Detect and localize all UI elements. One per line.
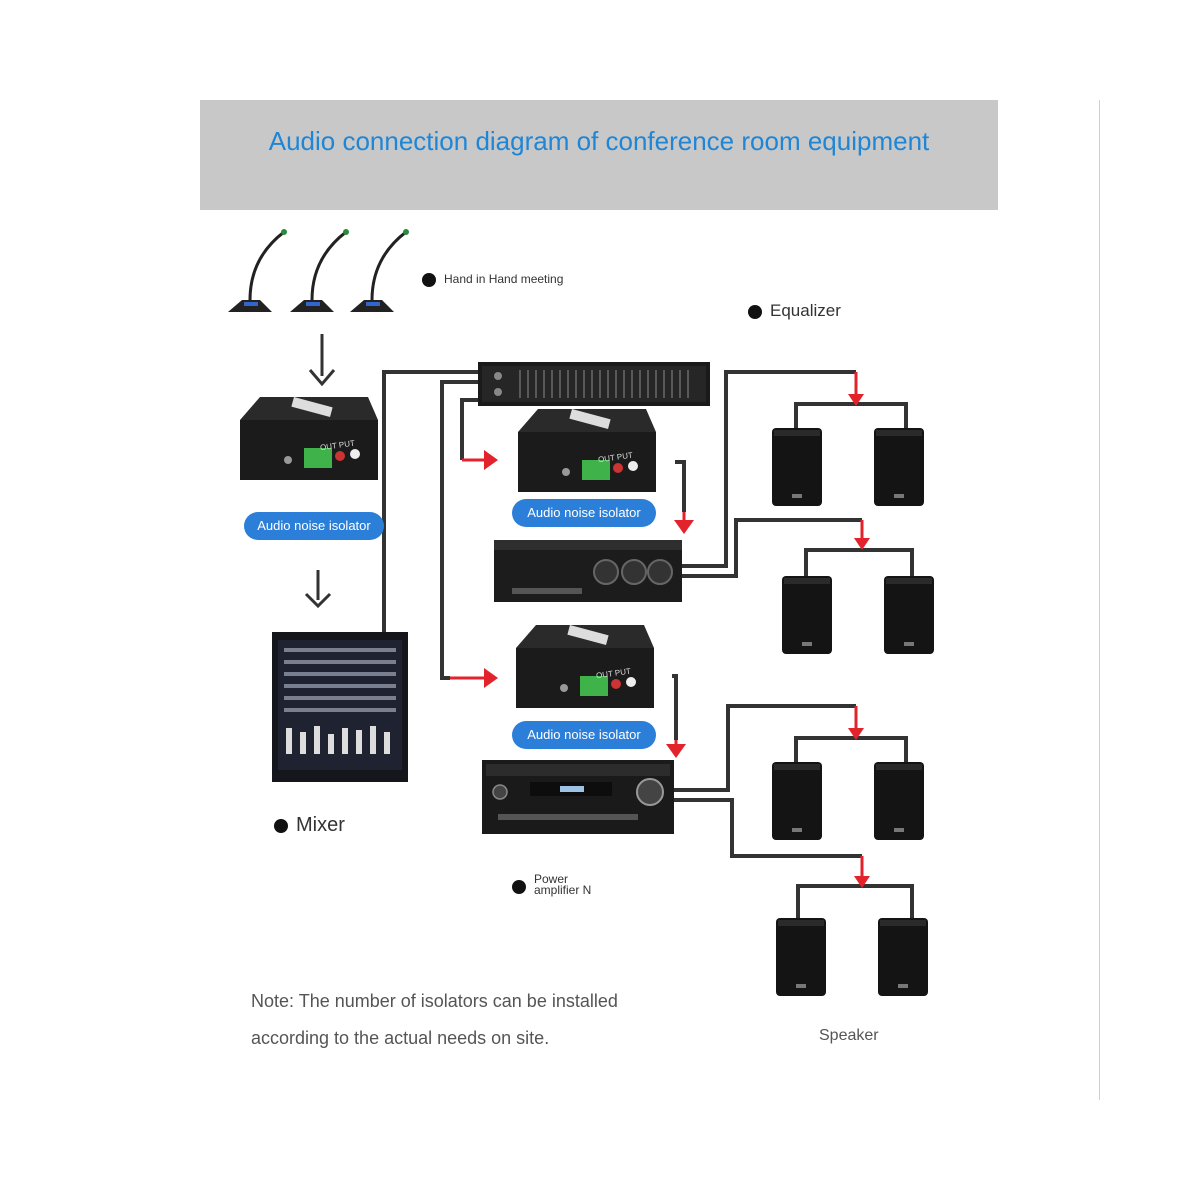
power-amplifier-label-line2: amplifier N	[534, 883, 592, 897]
isolator-device-1	[240, 396, 378, 480]
speaker-pair-4	[776, 918, 928, 996]
right-border-line	[1099, 100, 1100, 1100]
note-line-1: Note: The number of isolators can be ins…	[251, 991, 618, 1011]
speaker-pair-3	[772, 762, 924, 840]
power-amplifier-2	[482, 760, 674, 834]
conference-microphones	[226, 227, 411, 314]
power-amplifier-1	[494, 540, 682, 602]
mixer-device	[272, 632, 408, 782]
installation-note: Note: The number of isolators can be ins…	[251, 983, 618, 1057]
isolator-pill-2: Audio noise isolator	[512, 499, 656, 527]
cable-lines	[382, 370, 914, 920]
speaker-pair-2	[782, 576, 934, 654]
page-title: Audio connection diagram of conference r…	[268, 126, 930, 156]
speaker-label: Speaker	[819, 1027, 879, 1044]
equalizer-device	[478, 362, 710, 406]
title-banner: Audio connection diagram of conference r…	[200, 100, 998, 210]
equalizer-label: Equalizer	[748, 301, 841, 321]
bullet-icon	[748, 304, 762, 319]
flow-arrow-mics-to-isolator	[308, 334, 336, 387]
isolator-device-3	[516, 624, 654, 708]
bullet-icon	[512, 880, 526, 894]
isolator-pill-3: Audio noise isolator	[512, 721, 656, 749]
power-amplifier-label: Power amplifier N	[512, 872, 592, 897]
speaker-pair-1	[772, 428, 924, 506]
meeting-label-text: Hand in Hand meeting	[444, 272, 564, 286]
equalizer-label-text: Equalizer	[770, 301, 841, 320]
mixer-label-text: Mixer	[296, 814, 345, 836]
meeting-label: Hand in Hand meeting	[422, 272, 563, 287]
bullet-icon	[422, 272, 436, 287]
isolator-device-2	[518, 408, 656, 492]
isolator-pill-1: Audio noise isolator	[244, 512, 384, 540]
note-line-2: according to the actual needs on site.	[251, 1028, 550, 1048]
bullet-icon	[274, 818, 288, 833]
flow-arrow-isolator-to-mixer	[304, 570, 332, 609]
red-signal-arrows	[450, 372, 870, 888]
mixer-label: Mixer	[274, 814, 345, 837]
power-amplifier-label-line1: Power	[534, 872, 569, 886]
